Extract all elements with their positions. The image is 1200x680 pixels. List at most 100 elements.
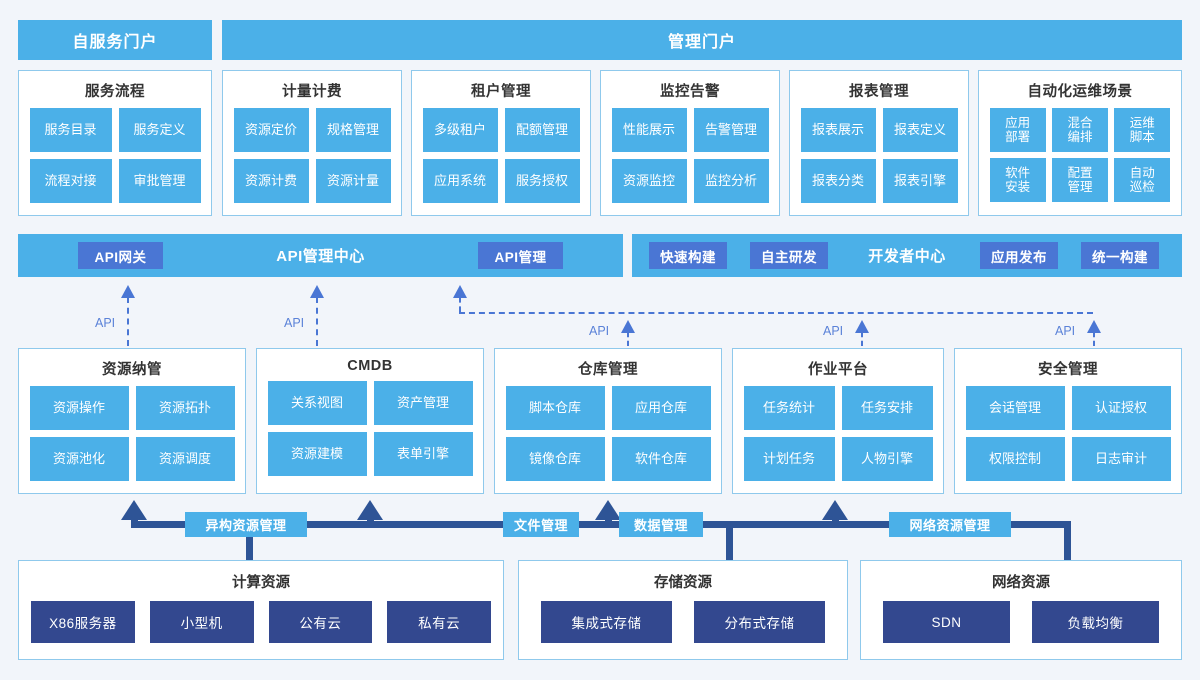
bus-label-data-management[interactable]: 数据管理 — [619, 512, 703, 537]
chip[interactable]: 认证授权 — [1071, 386, 1171, 430]
chip[interactable]: 任务统计 — [743, 386, 835, 430]
portal-bar-management[interactable]: 管理门户 — [222, 20, 1182, 60]
chip[interactable]: 资源计量 — [315, 159, 391, 203]
bus-arrow-to-job-platform — [822, 500, 848, 520]
bus-stub-2 — [367, 515, 374, 525]
chip[interactable]: 镜像仓库 — [505, 437, 605, 481]
infra-chip[interactable]: SDN — [883, 601, 1010, 643]
chip[interactable]: 报表分类 — [800, 159, 876, 203]
chip[interactable]: 权限控制 — [965, 437, 1065, 481]
chip[interactable]: 监控分析 — [693, 159, 769, 203]
chip[interactable]: 资源拓扑 — [135, 386, 235, 430]
chip[interactable]: 应用系统 — [422, 159, 498, 203]
infra-chip[interactable]: 公有云 — [268, 601, 373, 643]
api-management-center-label: API管理中心 — [276, 248, 365, 265]
chip[interactable]: 配额管理 — [504, 108, 580, 152]
panel-title: CMDB — [347, 358, 393, 374]
chip[interactable]: 软件 安装 — [989, 158, 1046, 202]
chip[interactable]: 流程对接 — [29, 159, 112, 203]
chip[interactable]: 审批管理 — [118, 159, 201, 203]
panel-security-management: 安全管理 会话管理 认证授权 权限控制 日志审计 — [954, 348, 1182, 494]
chip[interactable]: 关系视图 — [267, 381, 367, 425]
chip-grid: 报表展示 报表定义 报表分类 报表引擎 — [790, 108, 968, 212]
chip[interactable]: 规格管理 — [315, 108, 391, 152]
chip[interactable]: 资源池化 — [29, 437, 129, 481]
chip[interactable]: 报表引擎 — [882, 159, 958, 203]
chip[interactable]: 软件仓库 — [611, 437, 711, 481]
chip[interactable]: 资源定价 — [233, 108, 309, 152]
developer-center-label: 开发者中心 — [868, 248, 946, 265]
bus-label-heterogeneous-resource-management[interactable]: 异构资源管理 — [185, 512, 307, 537]
chip[interactable]: 资源调度 — [135, 437, 235, 481]
bus-arrow-to-resource-management — [121, 500, 147, 520]
api-connector-tag-5: API — [1055, 324, 1076, 338]
chip[interactable]: 资源监控 — [611, 159, 687, 203]
panel-title: 租户管理 — [471, 84, 531, 100]
chip[interactable]: 报表定义 — [882, 108, 958, 152]
api-management-pill[interactable]: API管理 — [478, 242, 563, 269]
api-gateway-pill[interactable]: API网关 — [78, 242, 163, 269]
dev-pill-quick-build[interactable]: 快速构建 — [649, 242, 727, 269]
chip[interactable]: 服务目录 — [29, 108, 112, 152]
chip[interactable]: 日志审计 — [1071, 437, 1171, 481]
panel-compute-resources: 计算资源 X86服务器 小型机 公有云 私有云 — [18, 560, 504, 660]
chip-grid: 会话管理 认证授权 权限控制 日志审计 — [955, 386, 1181, 490]
bus-line-main — [131, 521, 1071, 528]
bus-label-text: 文件管理 — [513, 518, 568, 533]
bus-label-file-management[interactable]: 文件管理 — [503, 512, 579, 537]
chip[interactable]: 自动 巡检 — [1114, 158, 1171, 202]
infra-chip[interactable]: 集成式存储 — [541, 601, 672, 643]
bus-stub-3 — [605, 515, 612, 525]
api-dash-trunk-vertical — [459, 297, 461, 312]
infra-chip[interactable]: 负载均衡 — [1032, 601, 1159, 643]
bus-label-text: 网络资源管理 — [909, 518, 991, 533]
infra-title: 计算资源 — [232, 575, 290, 591]
chip[interactable]: 会话管理 — [965, 386, 1065, 430]
infra-chip[interactable]: 分布式存储 — [694, 601, 825, 643]
dev-pill-app-release[interactable]: 应用发布 — [980, 242, 1058, 269]
chip[interactable]: 告警管理 — [693, 108, 769, 152]
portal-label-management: 管理门户 — [667, 34, 736, 51]
chip[interactable]: 服务授权 — [504, 159, 580, 203]
chip[interactable]: 资源计费 — [233, 159, 309, 203]
chip[interactable]: 表单引擎 — [373, 432, 473, 476]
panel-title: 安全管理 — [1038, 362, 1098, 378]
chip[interactable]: 任务安排 — [841, 386, 933, 430]
chip[interactable]: 混合 编排 — [1051, 108, 1109, 152]
dev-pill-unified-build[interactable]: 统一构建 — [1081, 242, 1159, 269]
api-gateway-label: API网关 — [94, 249, 147, 265]
chip[interactable]: 服务定义 — [118, 108, 201, 152]
infra-title: 存储资源 — [654, 575, 712, 591]
api-connector-tag-1: API — [95, 316, 116, 330]
panel-service-process: 服务流程 服务目录 服务定义 流程对接 审批管理 — [18, 70, 212, 216]
panel-automation-ops-scenarios: 自动化运维场景 应用 部署 混合 编排 运维 脚本 软件 安装 配置 管理 自动… — [978, 70, 1182, 216]
chip[interactable]: 脚本仓库 — [505, 386, 605, 430]
chip[interactable]: 应用 部署 — [989, 108, 1046, 152]
chip[interactable]: 配置 管理 — [1051, 158, 1109, 202]
chip[interactable]: 应用仓库 — [611, 386, 711, 430]
chip-grid: 应用 部署 混合 编排 运维 脚本 软件 安装 配置 管理 自动 巡检 — [979, 108, 1181, 211]
chip[interactable]: 资源建模 — [267, 432, 367, 476]
api-dash-trunk-horizontal — [459, 312, 1093, 314]
api-dash-line-3 — [627, 332, 629, 346]
chip[interactable]: 性能展示 — [611, 108, 687, 152]
chip[interactable]: 运维 脚本 — [1114, 108, 1171, 152]
panel-cmdb: CMDB 关系视图 资产管理 资源建模 表单引擎 — [256, 348, 484, 494]
portal-label-self-service: 自服务门户 — [72, 34, 158, 51]
chip[interactable]: 人物引擎 — [841, 437, 933, 481]
api-connector-tag-4: API — [823, 324, 844, 338]
chip[interactable]: 资源操作 — [29, 386, 129, 430]
infra-chip[interactable]: X86服务器 — [31, 601, 135, 643]
dev-pill-self-research[interactable]: 自主研发 — [750, 242, 828, 269]
chip[interactable]: 报表展示 — [800, 108, 876, 152]
chip[interactable]: 资产管理 — [373, 381, 473, 425]
portal-bar-self-service[interactable]: 自服务门户 — [18, 20, 212, 60]
chip[interactable]: 多级租户 — [422, 108, 498, 152]
infra-title: 网络资源 — [992, 575, 1050, 591]
infra-chip-row: SDN 负载均衡 — [861, 601, 1181, 655]
bus-label-network-resource-management[interactable]: 网络资源管理 — [889, 512, 1011, 537]
infra-chip[interactable]: 小型机 — [149, 601, 254, 643]
infra-chip[interactable]: 私有云 — [387, 601, 491, 643]
dev-pill-label: 自主研发 — [761, 249, 817, 265]
chip[interactable]: 计划任务 — [743, 437, 835, 481]
